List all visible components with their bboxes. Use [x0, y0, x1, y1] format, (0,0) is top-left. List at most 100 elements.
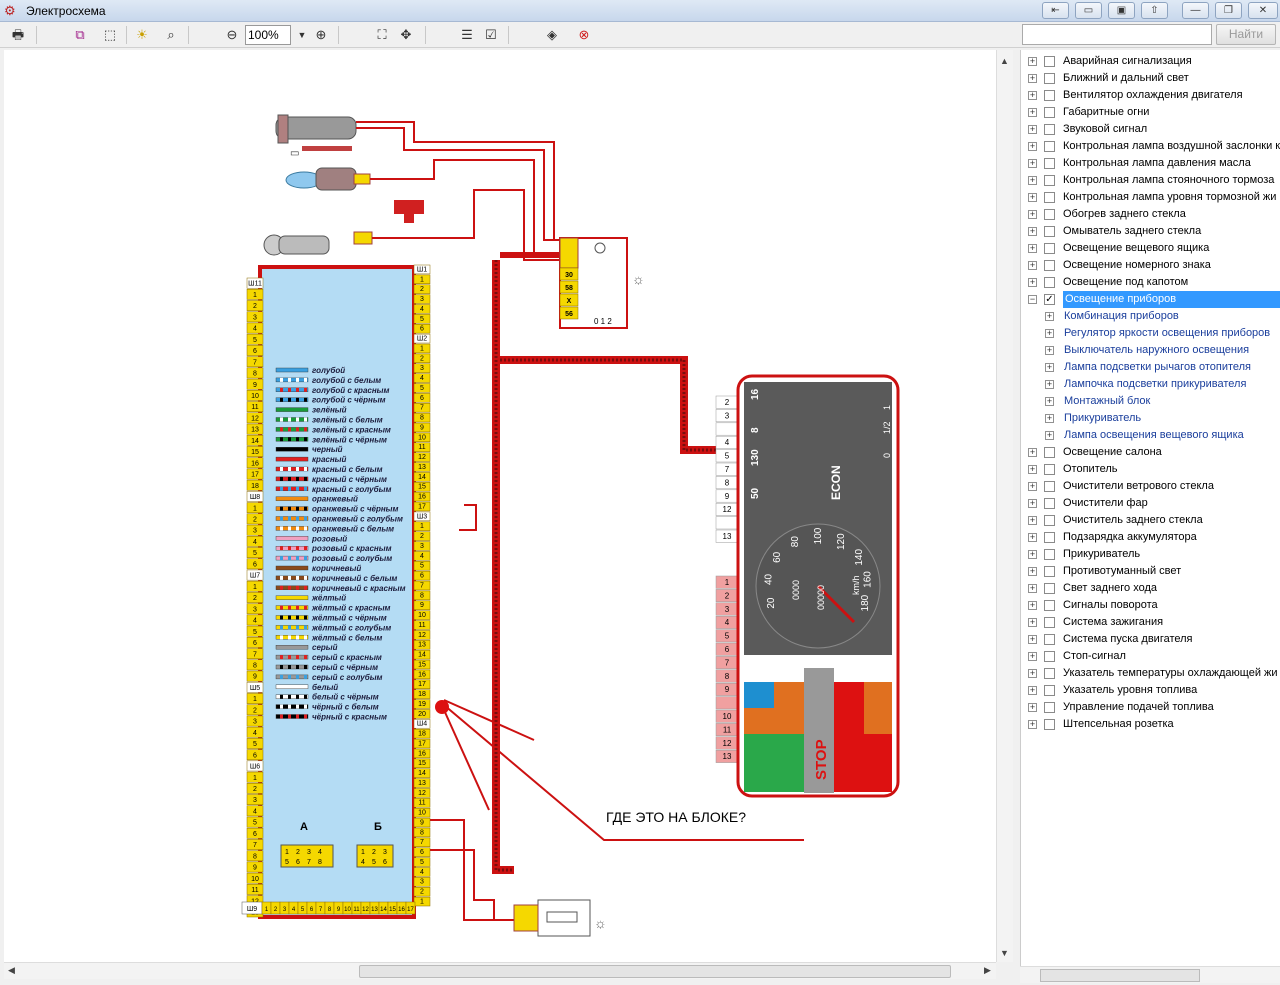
tree-item[interactable]: + Габаритные огни: [1021, 104, 1280, 121]
tree-item-label[interactable]: Вентилятор охлаждения двигателя: [1063, 89, 1243, 101]
expand-icon[interactable]: +: [1028, 685, 1037, 695]
tree-item[interactable]: +Очистители ветрового стекла: [1021, 478, 1280, 495]
tree-item[interactable]: + Вентилятор охлаждения двигателя: [1021, 87, 1280, 104]
tree-checkbox[interactable]: [1044, 515, 1055, 526]
tree-child-item[interactable]: +Комбинация приборов: [1021, 308, 1280, 325]
search-input[interactable]: [1022, 24, 1212, 45]
tree-item-label[interactable]: Выключатель наружного освещения: [1064, 344, 1250, 356]
scroll-down-icon[interactable]: ▼: [1000, 948, 1009, 958]
tree-checkbox[interactable]: [1044, 226, 1055, 237]
tree-item-label[interactable]: Лампа освещения вещевого ящика: [1064, 429, 1244, 441]
tree-item-label[interactable]: Ближний и дальний свет: [1063, 72, 1189, 84]
tree-item[interactable]: +Указатель температуры охлаждающей жи: [1021, 665, 1280, 682]
settings-button[interactable]: ⇧: [1141, 2, 1168, 19]
expand-icon[interactable]: +: [1028, 566, 1037, 576]
expand-icon[interactable]: +: [1028, 107, 1037, 117]
expand-icon[interactable]: +: [1028, 634, 1037, 644]
checklist-icon[interactable]: ☑: [485, 27, 497, 42]
expand-icon[interactable]: +: [1028, 260, 1037, 270]
tree-checkbox[interactable]: [1044, 498, 1055, 509]
tree-scroll-thumb[interactable]: [1040, 969, 1200, 982]
tree-item-label[interactable]: Стоп-сигнал: [1063, 650, 1126, 662]
tree-checkbox[interactable]: [1044, 56, 1055, 67]
tree-item[interactable]: +Очиститель заднего стекла: [1021, 512, 1280, 529]
tree-item-label[interactable]: Свет заднего хода: [1063, 582, 1158, 594]
expand-icon[interactable]: +: [1028, 498, 1037, 508]
print-icon[interactable]: 🖶: [11, 27, 25, 42]
tree-item[interactable]: + Очистители фар: [1021, 495, 1280, 512]
tree-item[interactable]: +Подзарядка аккумулятора: [1021, 529, 1280, 546]
tree-checkbox[interactable]: [1044, 651, 1055, 662]
tree-item[interactable]: + Прикуриватель: [1021, 546, 1280, 563]
maximize-button[interactable]: ❐: [1215, 2, 1242, 19]
tree-child-item[interactable]: + Монтажный блок: [1021, 393, 1280, 410]
expand-icon[interactable]: +: [1028, 209, 1037, 219]
tree-checkbox[interactable]: ✓: [1044, 294, 1055, 305]
tree-item-label[interactable]: Прикуриватель: [1063, 548, 1141, 560]
fit-page-icon[interactable]: ⛶: [377, 27, 387, 42]
horizontal-scrollbar[interactable]: ◀ ▶: [4, 962, 996, 979]
tree-child-item[interactable]: +Лампа подсветки рычагов отопителя: [1021, 359, 1280, 376]
expand-icon[interactable]: +: [1045, 379, 1054, 389]
tree-item-label[interactable]: Система зажигания: [1063, 616, 1164, 628]
tree-item-label[interactable]: Прикуриватель: [1064, 412, 1142, 424]
close-button[interactable]: ✕: [1248, 2, 1278, 19]
tree-item-label[interactable]: Указатель уровня топлива: [1063, 684, 1198, 696]
tree-item-label[interactable]: Противотуманный свет: [1063, 565, 1182, 577]
pin-window-button[interactable]: ▣: [1108, 2, 1135, 19]
expand-icon[interactable]: +: [1045, 396, 1054, 406]
expand-icon[interactable]: +: [1028, 124, 1037, 134]
diagram-canvas[interactable]: ▭: [4, 50, 996, 962]
expand-icon[interactable]: +: [1028, 549, 1037, 559]
tree-item-label[interactable]: Монтажный блок: [1064, 395, 1151, 407]
restore-small-button[interactable]: ▭: [1075, 2, 1102, 19]
tree-item-label[interactable]: Регулятор яркости освещения приборов: [1064, 327, 1271, 339]
vertical-scrollbar[interactable]: ▲ ▼: [996, 50, 1013, 962]
tree-checkbox[interactable]: [1044, 124, 1055, 135]
tree-checkbox[interactable]: [1044, 158, 1055, 169]
expand-icon[interactable]: +: [1028, 481, 1037, 491]
tree-checkbox[interactable]: [1044, 685, 1055, 696]
pin-button[interactable]: ⇤: [1042, 2, 1069, 19]
select-icon[interactable]: ⬚: [103, 27, 117, 42]
tree-checkbox[interactable]: [1044, 634, 1055, 645]
tree-checkbox[interactable]: [1044, 617, 1055, 628]
scroll-thumb[interactable]: [359, 965, 951, 978]
expand-icon[interactable]: +: [1028, 532, 1037, 542]
tree-item[interactable]: +Штепсельная розетка: [1021, 716, 1280, 733]
zoom-out-icon[interactable]: ⊖: [226, 27, 238, 42]
tree-child-item[interactable]: + Лампочка подсветки прикуривателя: [1021, 376, 1280, 393]
expand-icon[interactable]: +: [1028, 600, 1037, 610]
tree-item-label[interactable]: Очистители фар: [1063, 497, 1148, 509]
tree-item[interactable]: +Ближний и дальний свет: [1021, 70, 1280, 87]
tree-horizontal-scrollbar[interactable]: [1020, 966, 1280, 983]
tree-item-label[interactable]: Контрольная лампа воздушной заслонки к: [1063, 140, 1280, 152]
tree-item-label[interactable]: Лампочка подсветки прикуривателя: [1064, 378, 1247, 390]
tree-child-item[interactable]: +Выключатель наружного освещения: [1021, 342, 1280, 359]
tree-item[interactable]: +Контрольная лампа давления масла: [1021, 155, 1280, 172]
tree-checkbox[interactable]: [1044, 549, 1055, 560]
expand-icon[interactable]: +: [1028, 226, 1037, 236]
tree-item-label[interactable]: Аварийная сигнализация: [1063, 55, 1192, 67]
tree-checkbox[interactable]: [1044, 175, 1055, 186]
tree-item-label[interactable]: Система пуска двигателя: [1063, 633, 1193, 645]
expand-icon[interactable]: +: [1028, 90, 1037, 100]
expand-icon[interactable]: +: [1028, 243, 1037, 253]
tree-item-label[interactable]: Освещение вещевого ящика: [1063, 242, 1210, 254]
expand-icon[interactable]: +: [1028, 277, 1037, 287]
tree-item[interactable]: +Отопитель: [1021, 461, 1280, 478]
expand-icon[interactable]: +: [1028, 192, 1037, 202]
tree-item[interactable]: +Освещение номерного знака: [1021, 257, 1280, 274]
expand-icon[interactable]: +: [1045, 311, 1054, 321]
tree-item-label[interactable]: Габаритные огни: [1063, 106, 1150, 118]
tree-item[interactable]: +Аварийная сигнализация: [1021, 53, 1280, 70]
tree-item[interactable]: +Контрольная лампа стояночного тормоза: [1021, 172, 1280, 189]
expand-icon[interactable]: +: [1045, 413, 1054, 423]
stop-icon[interactable]: ⊗: [578, 27, 590, 42]
tree-item[interactable]: + Указатель уровня топлива: [1021, 682, 1280, 699]
tree-item[interactable]: +Стоп-сигнал: [1021, 648, 1280, 665]
tree-item[interactable]: +Звуковой сигнал: [1021, 121, 1280, 138]
tree-checkbox[interactable]: [1044, 702, 1055, 713]
expand-icon[interactable]: +: [1028, 158, 1037, 168]
lamp-icon[interactable]: ☀: [136, 27, 148, 42]
